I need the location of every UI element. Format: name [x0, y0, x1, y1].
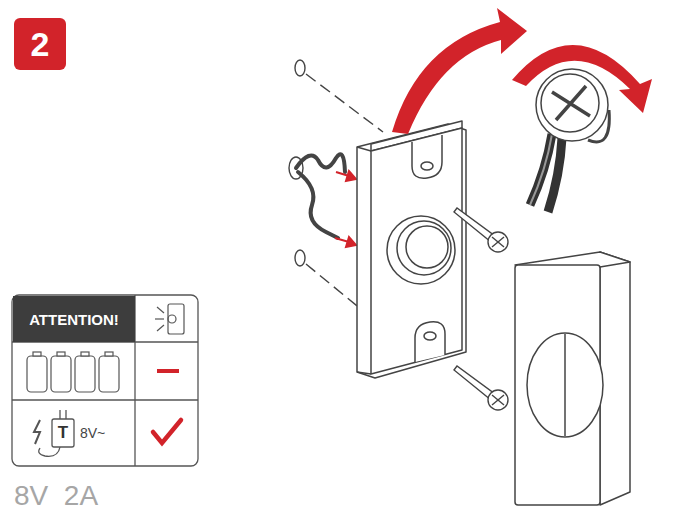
allowed-check — [153, 420, 181, 443]
node-text: ATTENTION! — [29, 311, 119, 328]
step-number-badge: 2 — [14, 18, 66, 70]
voltage-label: 8V~ — [80, 425, 105, 441]
rating-label: 8V 2A — [14, 480, 98, 512]
transformer-letter: T — [58, 423, 68, 443]
node-text: 2 — [31, 25, 50, 64]
cover — [515, 252, 630, 505]
transformer-icon — [34, 410, 74, 456]
motion-arrow — [392, 8, 527, 134]
mounting-plate — [357, 121, 466, 378]
screws — [454, 208, 508, 410]
attention-header: ATTENTION! — [13, 296, 135, 342]
button-cap — [530, 69, 609, 212]
doorbell-icon — [155, 304, 184, 334]
insert-arrows — [335, 171, 356, 247]
attention-table — [12, 295, 198, 466]
wall-wires — [289, 154, 345, 238]
batteries-icon — [27, 352, 119, 392]
not-allowed-dash — [157, 369, 179, 373]
